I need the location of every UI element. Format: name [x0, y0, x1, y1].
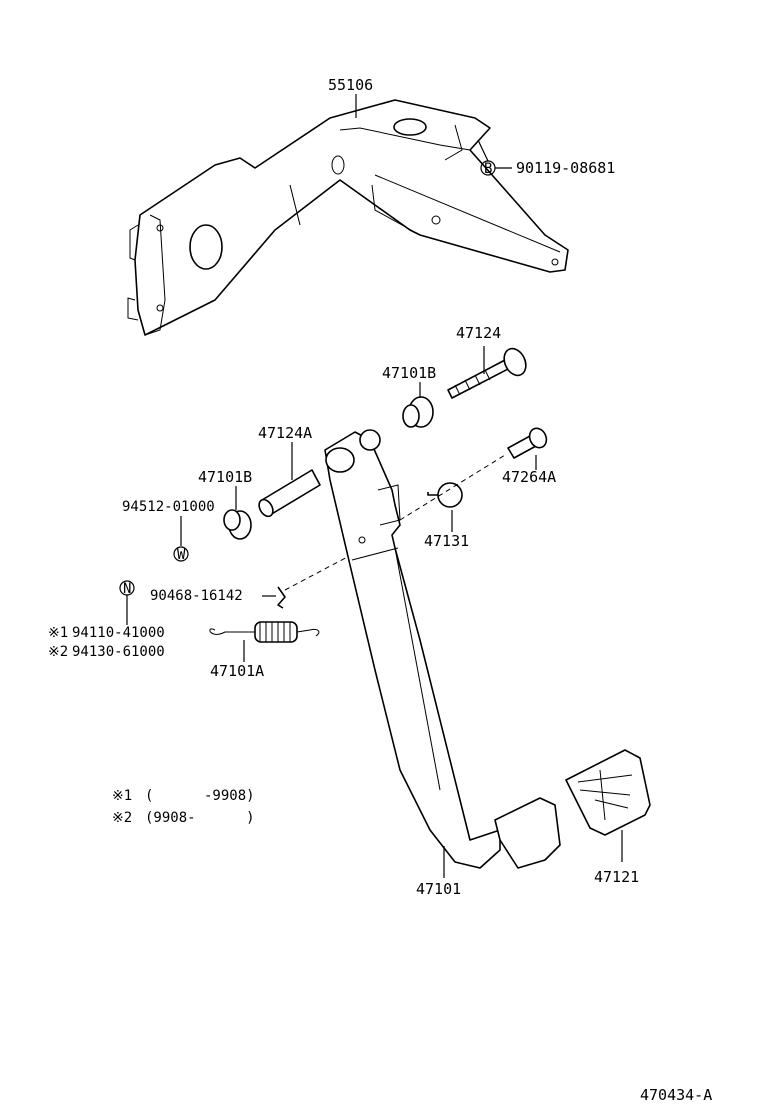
label-return-spring: 47101A — [210, 662, 264, 680]
stop-cushion[interactable] — [427, 482, 463, 508]
label-pivot-pin: 47124A — [258, 424, 312, 442]
pedal-pad[interactable] — [565, 749, 651, 836]
label-pedal-pad: 47121 — [594, 868, 639, 886]
note-2-mark: ※2 — [112, 810, 132, 826]
label-bushing-upper: 47101B — [382, 364, 436, 382]
label-bushing-lower: 47101B — [198, 468, 252, 486]
pedal-bolt[interactable] — [447, 345, 530, 399]
pivot-pin[interactable] — [256, 469, 321, 519]
label-washer-ref: 94512-01000 — [122, 499, 215, 515]
w-symbol-icon — [173, 546, 189, 562]
pedal-lever[interactable] — [324, 429, 561, 869]
stop-bolt[interactable] — [507, 426, 549, 459]
nut-ref-1-mark: ※1 — [48, 625, 68, 641]
diagram-code: 470434-A — [640, 1086, 712, 1104]
note-1-mark: ※1 — [112, 788, 132, 804]
label-pedal-lever: 47101 — [416, 880, 461, 898]
label-stop-cushion: 47131 — [424, 532, 469, 550]
bushing-lower[interactable] — [223, 509, 252, 540]
w-symbol: W — [177, 547, 186, 563]
label-stop-bolt: 47264A — [502, 468, 556, 486]
note-1-range: ( -9908) — [145, 788, 255, 804]
label-nut-ref-2: 94130-61000 — [72, 644, 165, 660]
label-bolt-ref: 90119-08681 — [516, 159, 615, 177]
return-spring[interactable] — [209, 621, 320, 643]
label-clip: 90468-16142 — [150, 588, 243, 604]
label-nut-ref-1: 94110-41000 — [72, 625, 165, 641]
nut-ref-2-mark: ※2 — [48, 644, 68, 660]
n-symbol: N — [123, 581, 131, 597]
clip[interactable] — [277, 586, 286, 609]
b-symbol: B — [484, 161, 492, 177]
pedal-bracket[interactable] — [127, 99, 569, 336]
note-2-range: (9908- ) — [145, 810, 255, 826]
label-pedal-bolt: 47124 — [456, 324, 501, 342]
label-bracket: 55106 — [328, 76, 373, 94]
bushing-upper[interactable] — [402, 396, 434, 428]
